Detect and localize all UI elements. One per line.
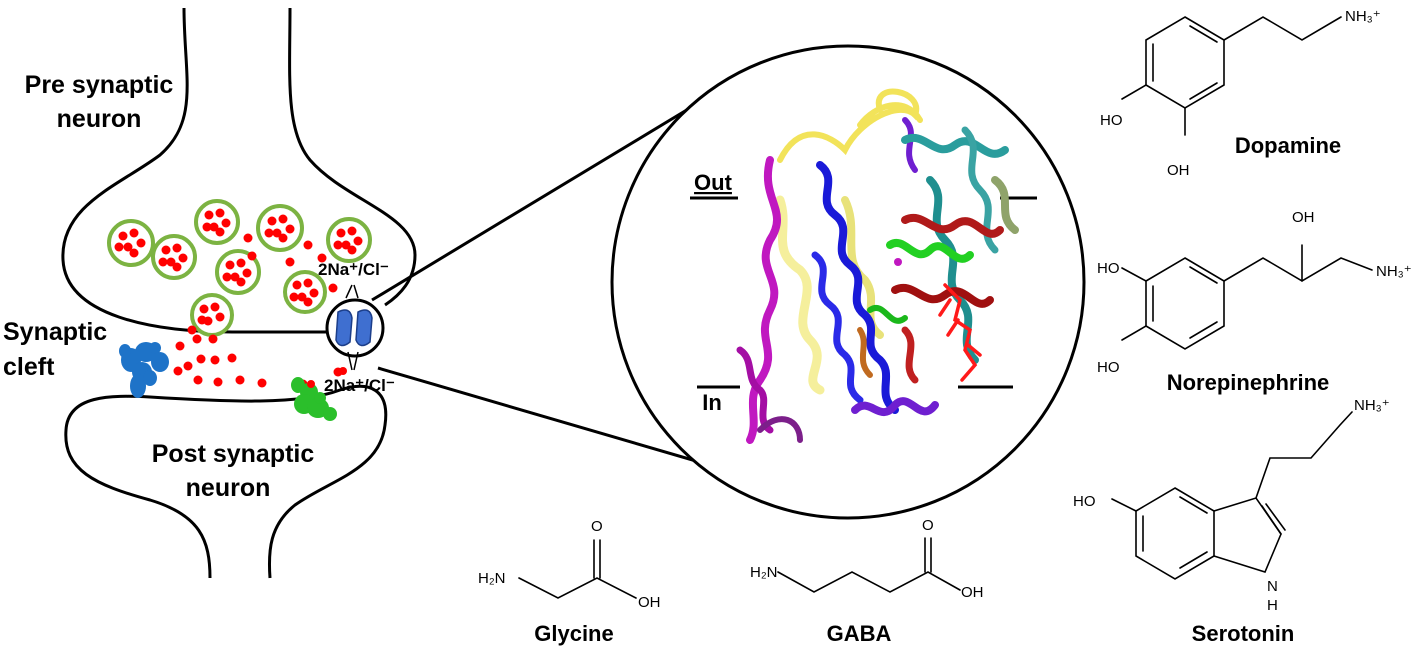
norepinephrine-structure: OH HO HO NH₃⁺ Norepinephrine [1097, 209, 1412, 395]
presynaptic-label-line2: neuron [57, 105, 142, 133]
dopamine-ho: HO [1100, 112, 1123, 129]
serotonin-n: N [1267, 578, 1278, 595]
cleft-label-line2: cleft [3, 353, 55, 381]
vesicle [194, 199, 240, 245]
glycine-structure: H₂N O OH Glycine [478, 518, 661, 646]
in-label: In [702, 390, 722, 415]
dopamine-name: Dopamine [1235, 133, 1341, 158]
norepinephrine-amine: NH₃⁺ [1376, 263, 1412, 280]
transporter-subunit [335, 309, 353, 347]
out-label: Out [694, 170, 733, 195]
receptor-green [291, 377, 337, 421]
presynaptic-label-line1: Pre synaptic [25, 71, 174, 99]
transporter [325, 284, 385, 375]
postsynaptic-membrane [64, 384, 388, 579]
gaba-structure: H₂N O OH GABA [750, 517, 984, 646]
cleft-label-line1: Synaptic [3, 318, 107, 346]
gaba-oh: OH [961, 584, 984, 601]
serotonin-name: Serotonin [1192, 621, 1295, 646]
glycine-name: Glycine [534, 621, 613, 646]
norepinephrine-ho-top: HO [1097, 260, 1120, 277]
serotonin-ho: HO [1073, 493, 1096, 510]
transporter-zoom-circle [325, 298, 385, 358]
vesicle [190, 293, 234, 337]
ion-label-top: 2Na⁺/Cl⁻ [318, 260, 389, 279]
ion-arrow-top [345, 284, 359, 299]
dopamine-amine: NH₃⁺ [1345, 8, 1381, 25]
norepinephrine-ho-bottom: HO [1097, 359, 1120, 376]
dopamine-oh: OH [1167, 162, 1190, 179]
ion-arrow-bottom [347, 351, 359, 371]
zoom-line-top [371, 106, 691, 302]
dopamine-structure: HO OH NH₃⁺ Dopamine [1100, 8, 1381, 179]
gaba-name: GABA [827, 621, 892, 646]
norepinephrine-name: Norepinephrine [1167, 370, 1330, 395]
zoom-view: Out In [610, 44, 1086, 520]
postsynaptic-label-line2: neuron [186, 474, 271, 502]
vesicle [256, 204, 304, 252]
receptor-blue [119, 342, 169, 398]
gaba-amine: H₂N [750, 564, 778, 581]
glycine-amine: H₂N [478, 570, 506, 587]
protein-structure [736, 88, 1019, 444]
glycine-o: O [591, 518, 603, 535]
gaba-o: O [922, 517, 934, 534]
serotonin-h: H [1267, 597, 1278, 614]
vesicle [151, 234, 197, 280]
serotonin-structure: HO N H NH₃⁺ Serotonin [1073, 397, 1390, 646]
transporter-subunit [355, 309, 373, 347]
zoom-circle [610, 44, 1086, 520]
postsynaptic-label-line1: Post synaptic [152, 440, 315, 468]
glycine-oh: OH [638, 594, 661, 611]
zoom-line-bottom [377, 366, 721, 470]
neurotransmitter [339, 367, 347, 375]
vesicle [107, 219, 155, 267]
ion-label-bottom: 2Na⁺/Cl⁻ [324, 376, 395, 395]
norepinephrine-side-oh: OH [1292, 209, 1315, 226]
vesicle [326, 217, 372, 263]
serotonin-amine: NH₃⁺ [1354, 397, 1390, 414]
